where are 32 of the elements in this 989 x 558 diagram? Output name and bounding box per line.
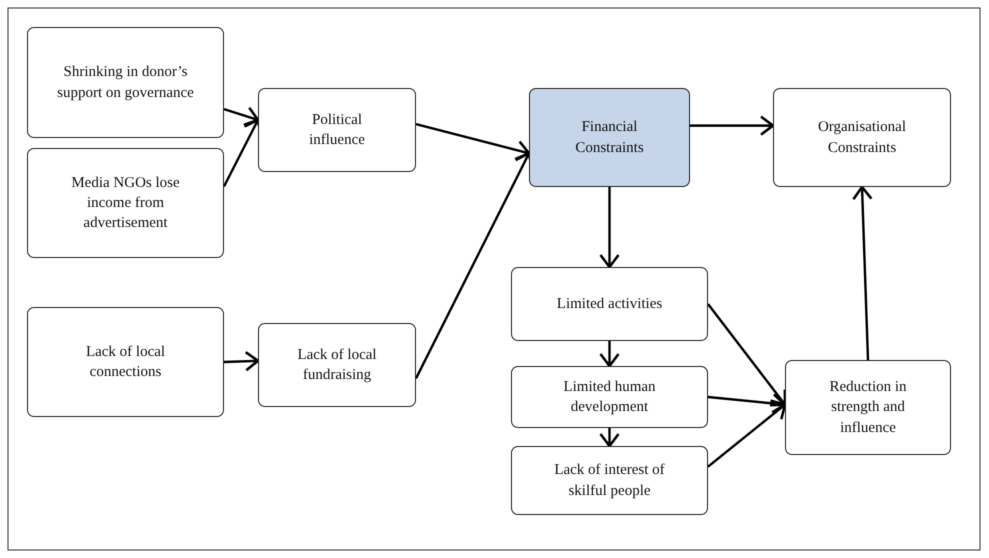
arrow (416, 122, 530, 160)
arrow (599, 341, 620, 368)
process-box (785, 360, 951, 455)
process-box (773, 88, 951, 187)
box-label: Media NGOs lose income from advertisement (70, 174, 181, 234)
box-label: Shrinking in donor’s support on governance (56, 63, 195, 102)
box-label: Financial Constraints (574, 118, 645, 158)
process-box (27, 307, 224, 417)
arrow (599, 428, 620, 448)
box-label: Lack of local connections (84, 342, 166, 382)
box-label: Reduction in strength and influence (828, 378, 908, 438)
box-label: Lack of local fundraising (296, 346, 378, 385)
process-box (27, 27, 224, 138)
box-label: Political influence (308, 110, 366, 150)
process-box (511, 366, 708, 428)
box-label: Limited activities (556, 294, 662, 314)
box-label: Limited human development (562, 378, 657, 417)
process-box (511, 446, 708, 515)
process-box (511, 267, 708, 341)
arrow (599, 187, 620, 268)
arrow (707, 403, 786, 468)
arrow (224, 106, 260, 126)
process-box (529, 88, 690, 187)
arrow (224, 350, 260, 372)
box-label: Organisational Constraints (816, 118, 908, 158)
process-box (27, 148, 224, 258)
box-label: Lack of interest of skilful people (553, 461, 666, 500)
arrow (690, 115, 774, 136)
process-box (258, 88, 416, 172)
process-box (258, 323, 416, 407)
arrow (852, 186, 873, 360)
arrow (707, 303, 786, 406)
